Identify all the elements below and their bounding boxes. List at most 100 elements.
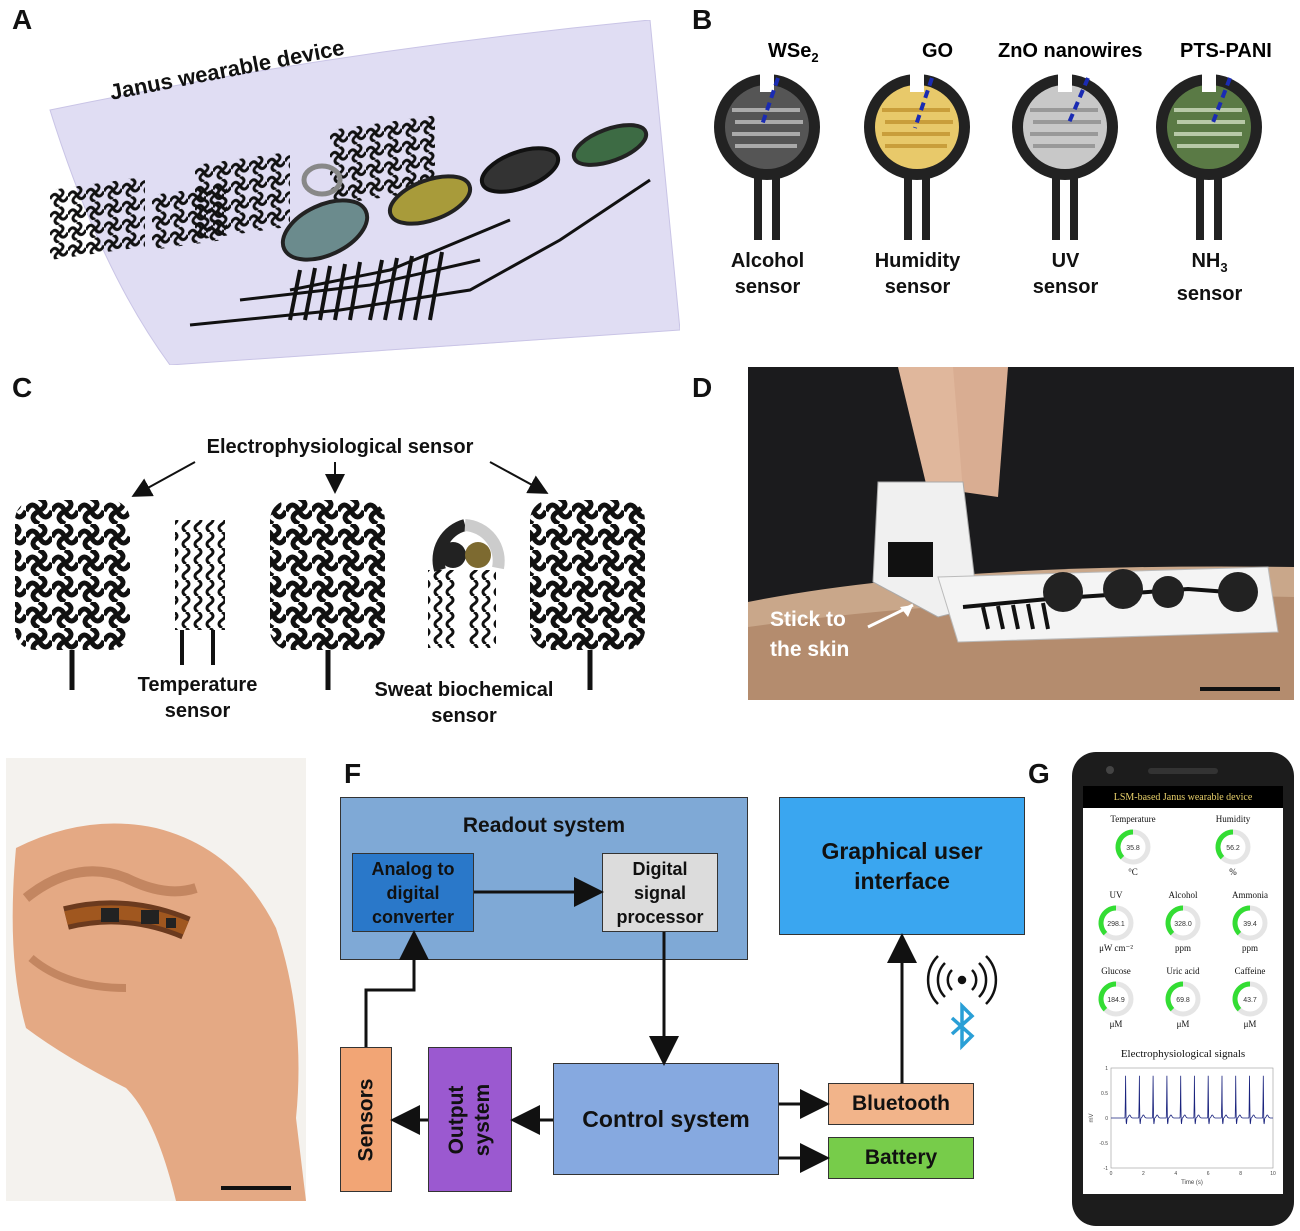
sensor-label: Humidity bbox=[874, 250, 961, 272]
ecg-ytick: 0.5 bbox=[1101, 1091, 1108, 1097]
gauge-value: 69.8 bbox=[1176, 997, 1190, 1004]
gauge-unit: ppm bbox=[1241, 943, 1258, 953]
panel-c: Electrophysiological sensor Temperature s… bbox=[0, 420, 680, 740]
ecg-ytick: -0.5 bbox=[1099, 1141, 1108, 1147]
stick-caption-2: the skin bbox=[770, 638, 850, 661]
gauge-name: UV bbox=[1109, 890, 1123, 900]
uv-sensor: ZnO nanowires UV sensor bbox=[998, 30, 1142, 330]
dsp-label: Digital bbox=[632, 858, 688, 879]
gauge-unit: μM bbox=[1243, 1019, 1257, 1029]
gauge-name: Caffeine bbox=[1234, 966, 1266, 976]
dsp-label-3: processor bbox=[616, 906, 704, 927]
ecg-ytick: 1 bbox=[1105, 1066, 1108, 1072]
battery-label: Battery bbox=[864, 1146, 938, 1169]
adc-box: Analog to digital converter bbox=[352, 853, 474, 932]
gauge-uv: UV 298.1 μW cm⁻² bbox=[1082, 890, 1150, 968]
gauge-dial: 35.8 bbox=[1115, 829, 1151, 865]
bluetooth-label: Bluetooth bbox=[852, 1092, 950, 1115]
gauge-uric-acid: Uric acid 69.8 μM bbox=[1149, 966, 1217, 1044]
ecg-title: Electrophysiological signals bbox=[1120, 1048, 1246, 1060]
gauge-unit: °C bbox=[1128, 867, 1138, 877]
adc-label-2: digital bbox=[386, 882, 440, 903]
gauge-name: Uric acid bbox=[1166, 966, 1200, 976]
gui-label-2: interface bbox=[854, 868, 950, 894]
gauge-name: Temperature bbox=[1110, 814, 1156, 824]
sensor-label: Alcohol bbox=[730, 250, 805, 272]
zno-electrode-icon bbox=[1012, 70, 1118, 240]
panel-f-block-diagram: Readout system Analog to digital convert… bbox=[330, 790, 1030, 1200]
gauge-dial: 43.7 bbox=[1232, 981, 1268, 1017]
gauge-name: Glucose bbox=[1101, 966, 1131, 976]
gui-label: Graphical user bbox=[821, 838, 983, 864]
sweat-sensor-label: Sweat biochemical bbox=[374, 679, 554, 701]
sensor-label: UV bbox=[1051, 250, 1080, 272]
gauge-glucose: Glucose 184.9 μM bbox=[1082, 966, 1150, 1044]
sensors-box: Sensors bbox=[340, 1047, 392, 1192]
app-title-bar: LSM-based Janus wearable device bbox=[1083, 786, 1283, 808]
control-system-label: Control system bbox=[582, 1105, 750, 1132]
ecg-xlabel: Time (s) bbox=[1181, 1180, 1203, 1186]
ecg-xtick: 2 bbox=[1142, 1171, 1145, 1177]
adc-label-3: converter bbox=[371, 906, 455, 927]
sensor-label: NH bbox=[1191, 250, 1221, 272]
gauge-value: 43.7 bbox=[1243, 997, 1257, 1004]
sensor-material: ZnO nanowires bbox=[998, 40, 1143, 62]
ecg-ytick: -1 bbox=[1104, 1166, 1109, 1172]
skin-patch-photo bbox=[748, 367, 1294, 700]
gauge-caffeine: Caffeine 43.7 μM bbox=[1216, 966, 1284, 1044]
panel-label-a: A bbox=[12, 4, 33, 35]
ecg-xtick: 0 bbox=[1110, 1171, 1113, 1177]
gauge-value: 56.2 bbox=[1226, 845, 1240, 852]
janus-device-illustration bbox=[49, 19, 681, 366]
sensor-material: PTS-PANI bbox=[1180, 40, 1272, 62]
phone-speaker bbox=[1148, 768, 1218, 774]
sweat-sensor-label-2: sensor bbox=[431, 705, 497, 727]
gauge-value: 328.0 bbox=[1174, 921, 1192, 928]
gauge-unit: μM bbox=[1176, 1019, 1190, 1029]
sensor-label-2: sensor bbox=[734, 276, 801, 298]
sensor-label-2: sensor bbox=[1032, 276, 1099, 298]
gauge-name: Humidity bbox=[1215, 814, 1251, 824]
output-system-box: Output system bbox=[428, 1047, 512, 1192]
output-label: Output bbox=[444, 1085, 468, 1154]
panel-label-g: G bbox=[1028, 758, 1050, 789]
gauge-dial: 69.8 bbox=[1165, 981, 1201, 1017]
gauge-value: 184.9 bbox=[1107, 997, 1125, 1004]
wireless-icon bbox=[926, 955, 998, 1005]
ecg-xtick: 10 bbox=[1270, 1171, 1276, 1177]
temperature-sensor-label: Temperature bbox=[137, 674, 258, 696]
gauge-name: Ammonia bbox=[1232, 890, 1268, 900]
gauge-unit: μM bbox=[1109, 1019, 1123, 1029]
gui-box: Graphical user interface bbox=[779, 797, 1025, 935]
electrophysiological-sensor-label: Electrophysiological sensor bbox=[206, 436, 474, 458]
app-title: LSM-based Janus wearable device bbox=[1113, 791, 1253, 803]
stick-caption: Stick to bbox=[770, 608, 846, 631]
adc-label: Analog to bbox=[371, 858, 455, 879]
gauge-unit: μW cm⁻² bbox=[1099, 943, 1133, 953]
gauge-dial: 184.9 bbox=[1098, 981, 1134, 1017]
gauge-dial: 56.2 bbox=[1215, 829, 1251, 865]
sensor-label-2: sensor bbox=[884, 276, 951, 298]
bluetooth-box: Bluetooth bbox=[828, 1083, 974, 1125]
go-electrode-icon bbox=[864, 70, 970, 240]
dsp-label-2: signal bbox=[633, 882, 686, 903]
sensor-label-2: sensor bbox=[1176, 283, 1243, 305]
panel-a: Janus wearable device bbox=[40, 19, 681, 366]
output-label-2: system bbox=[470, 1083, 494, 1156]
panel-e-photo bbox=[6, 758, 306, 1201]
phone-screen: LSM-based Janus wearable device Temperat… bbox=[1083, 786, 1283, 1194]
gauge-dial: 298.1 bbox=[1098, 905, 1134, 941]
temperature-sensor-label-2: sensor bbox=[164, 700, 231, 722]
ecg-xtick: 6 bbox=[1207, 1171, 1210, 1177]
wse2-electrode-icon bbox=[714, 70, 820, 240]
gauge-humidity: Humidity 56.2% bbox=[1199, 814, 1267, 892]
sensor-layout-illustration bbox=[15, 461, 645, 690]
sensor-material: GO bbox=[922, 40, 954, 62]
panel-label-d: D bbox=[692, 372, 713, 403]
gauge-unit: % bbox=[1229, 867, 1237, 877]
